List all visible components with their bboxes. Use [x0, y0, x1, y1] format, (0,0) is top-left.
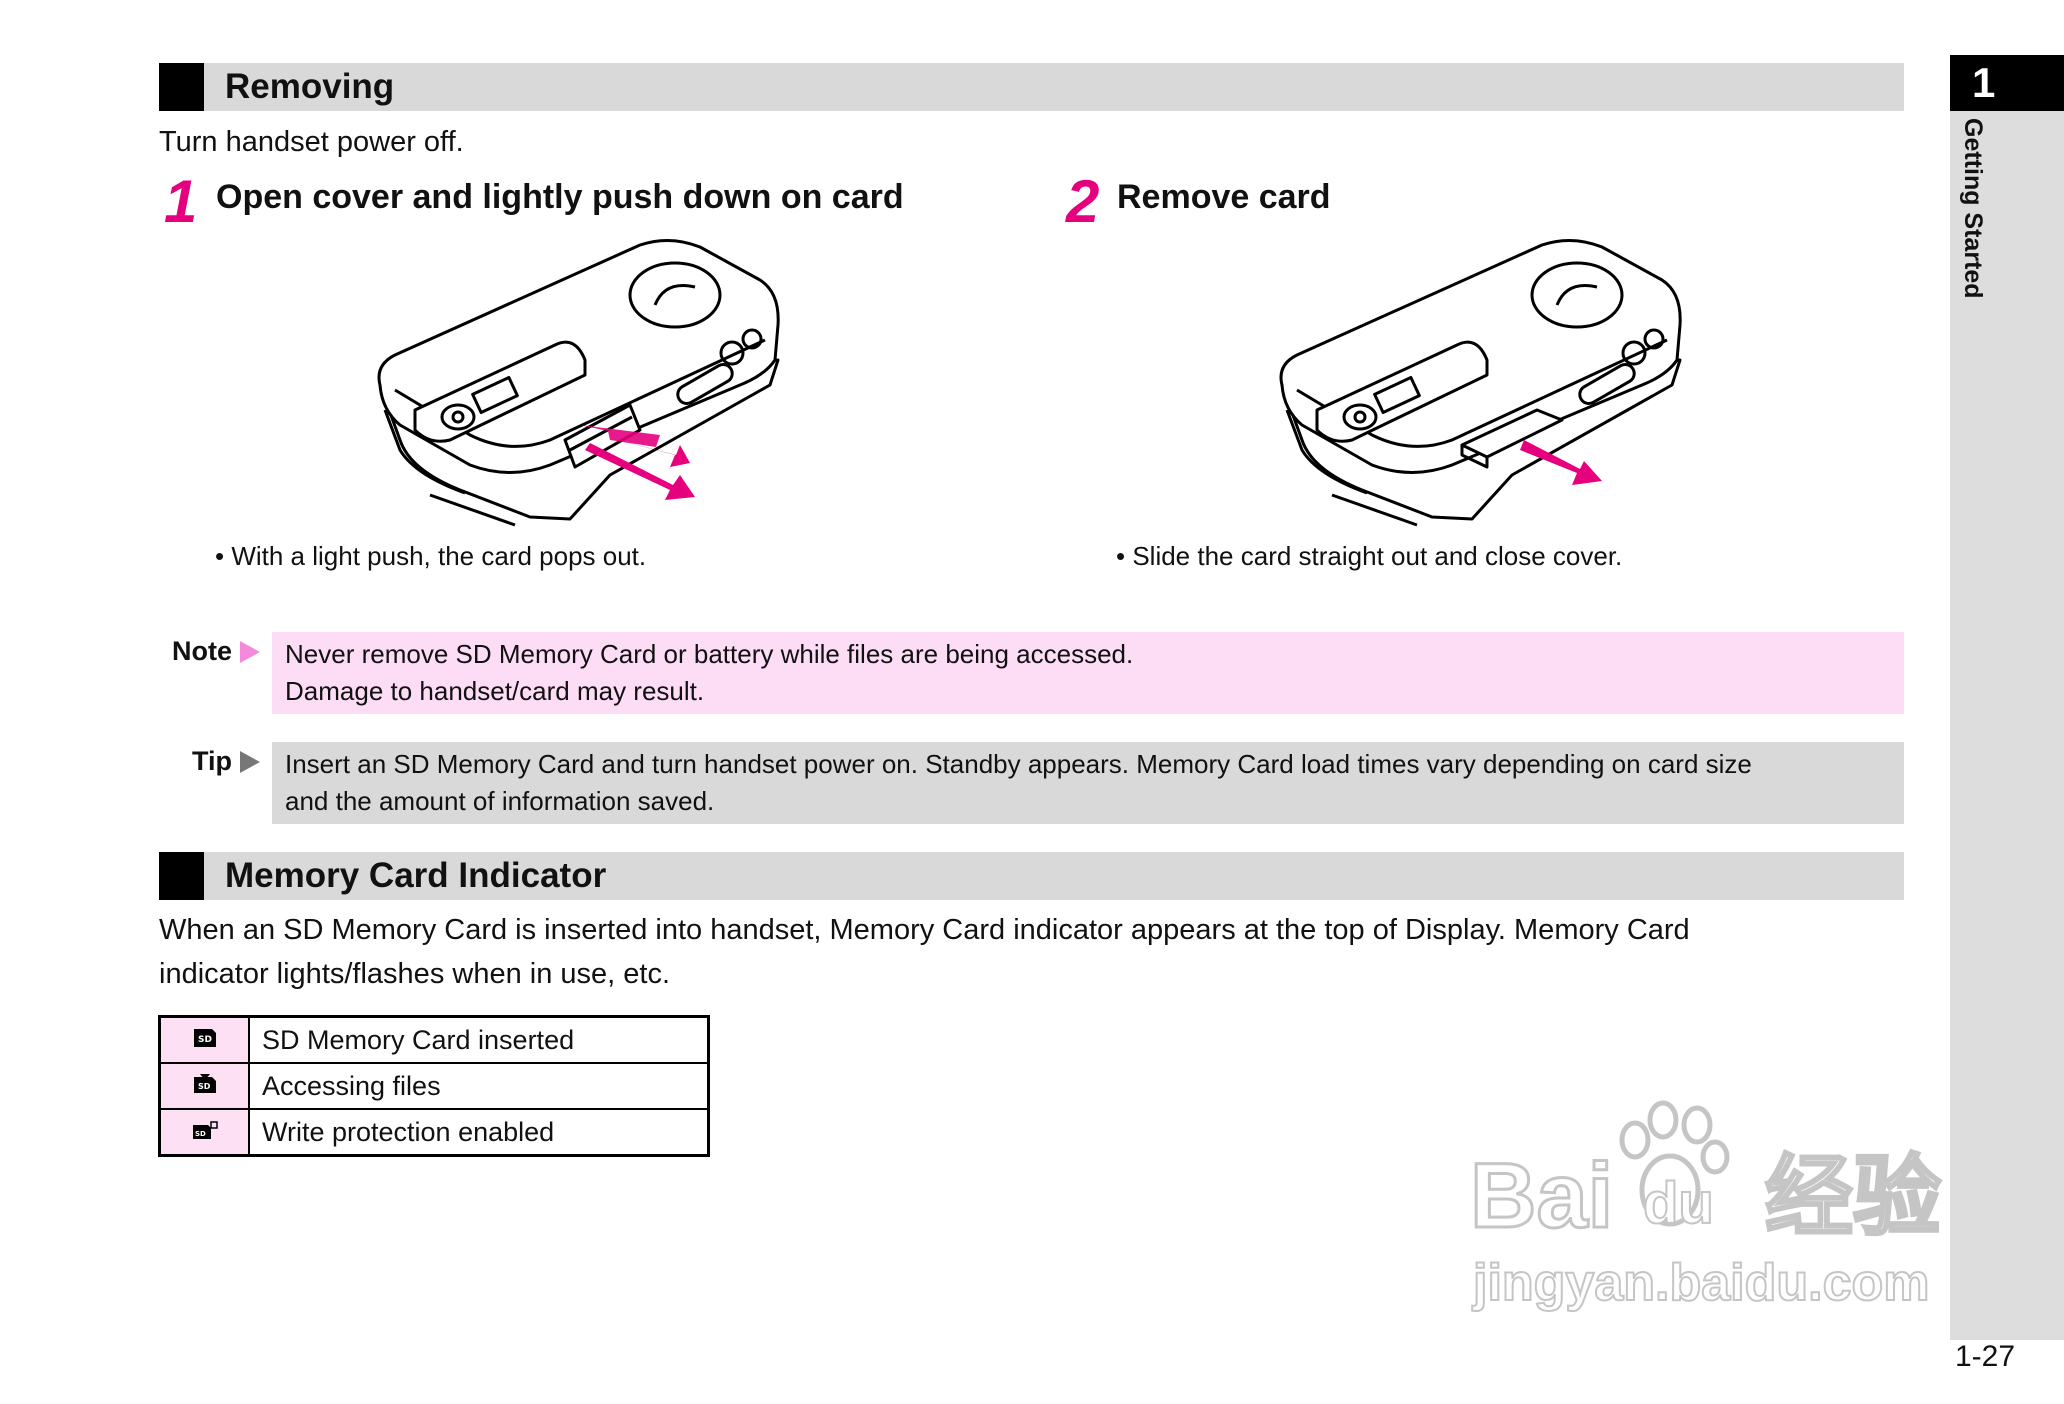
- watermark-cn-text: 经验: [1765, 1145, 1941, 1248]
- watermark-url-text: jingyan.baidu.com: [1472, 1254, 1930, 1312]
- indicator-desc-line-2: indicator lights/flashes when in use, et…: [159, 958, 670, 990]
- note-box: Never remove SD Memory Card or battery w…: [272, 632, 1904, 714]
- sd-card-lock-icon: SD: [192, 1120, 218, 1139]
- page-number: 1-27: [1955, 1340, 2016, 1373]
- note-line-2: Damage to handset/card may result.: [285, 676, 705, 706]
- step-1-title: Open cover and lightly push down on card: [216, 178, 904, 216]
- indicator-description: When an SD Memory Card is inserted into …: [159, 908, 1919, 996]
- indicator-row-label: Accessing files: [248, 1062, 710, 1110]
- step-2-number: 2: [1066, 168, 1100, 235]
- note-line-1: Never remove SD Memory Card or battery w…: [285, 639, 1134, 669]
- tip-line-1: Insert an SD Memory Card and turn handse…: [285, 749, 1752, 779]
- chapter-side-tab: [1950, 55, 2064, 1340]
- tip-arrow-icon: [240, 751, 260, 773]
- svg-text:SD: SD: [195, 1130, 206, 1138]
- watermark-brand-du-text: du: [1643, 1171, 1714, 1236]
- handset-remove-card-illustration: [1279, 239, 1682, 527]
- indicator-desc-line-1: When an SD Memory Card is inserted into …: [159, 914, 1690, 946]
- step-2-bullet: • Slide the card straight out and close …: [1116, 541, 1623, 571]
- section-title: Removing: [225, 67, 395, 106]
- note-label: Note: [172, 636, 232, 666]
- step-1-bullet-text: With a light push, the card pops out.: [231, 541, 647, 571]
- table-row: SD Accessing files: [158, 1062, 710, 1110]
- icon-cell: SD: [158, 1062, 250, 1110]
- indicator-table: SD SD Memory Card inserted SD Accessing …: [158, 1015, 710, 1157]
- table-row: SD SD Memory Card inserted: [158, 1015, 710, 1064]
- step-2-title: Remove card: [1117, 178, 1331, 216]
- handset-push-card-illustration: [377, 239, 780, 527]
- svg-text:SD: SD: [198, 1082, 211, 1091]
- sd-card-icon: SD: [193, 1028, 216, 1047]
- tip-box: Insert an SD Memory Card and turn handse…: [272, 742, 1904, 824]
- section-marker: [159, 852, 204, 900]
- indicator-row-label: SD Memory Card inserted: [248, 1015, 710, 1064]
- section-marker: [159, 63, 204, 111]
- icon-cell: SD: [158, 1108, 250, 1157]
- note-arrow-icon: [240, 641, 260, 663]
- svg-text:SD: SD: [198, 1035, 212, 1045]
- table-row: SD Write protection enabled: [158, 1108, 710, 1157]
- baidu-watermark-logo: Bai du 经验 jingyan.baidu.com: [1469, 1100, 1943, 1313]
- indicator-row-label: Write protection enabled: [248, 1108, 710, 1157]
- icon-cell: SD: [158, 1015, 250, 1064]
- chapter-number: 1: [1972, 59, 1996, 106]
- step-1-number: 1: [164, 168, 198, 235]
- watermark-brand-text: Bai: [1470, 1145, 1613, 1247]
- section-header-memory-card-indicator: Memory Card Indicator: [159, 852, 1904, 900]
- section-title: Memory Card Indicator: [225, 856, 607, 895]
- tip-label: Tip: [192, 746, 232, 776]
- tip-line-2: and the amount of information saved.: [285, 786, 715, 816]
- chapter-title: Getting Started: [1959, 118, 1987, 299]
- intro-text: Turn handset power off.: [159, 126, 464, 158]
- step-1-bullet: • With a light push, the card pops out.: [215, 541, 647, 571]
- section-header-removing: Removing: [159, 63, 1904, 111]
- step-2-bullet-text: Slide the card straight out and close co…: [1132, 541, 1623, 571]
- chapter-number-box: [1950, 55, 2064, 111]
- sd-card-accessing-icon: SD: [193, 1073, 216, 1093]
